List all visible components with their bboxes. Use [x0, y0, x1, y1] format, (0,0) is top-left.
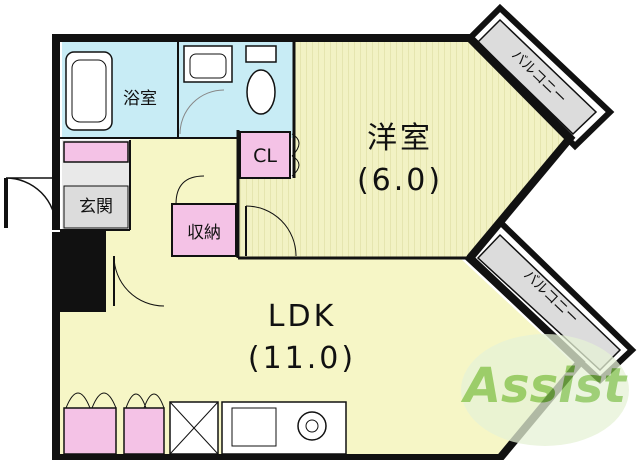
column [60, 230, 106, 312]
fridge-space [169, 401, 219, 455]
ldk-size: (11.0) [248, 341, 356, 376]
entrance-label: 玄関 [79, 197, 113, 217]
storage [171, 203, 237, 257]
entrance-door [4, 177, 57, 229]
bath-door [179, 89, 225, 135]
western-room-size: (6.0) [357, 163, 443, 198]
bathtub [65, 51, 113, 131]
western-room-floor [240, 42, 565, 258]
assist-logo: Assist [460, 334, 629, 446]
cabinet-right [123, 407, 165, 455]
storage-label: 収納 [187, 223, 221, 243]
cabinet-left [63, 407, 117, 455]
closet [239, 131, 291, 179]
ldk-label: LDK [268, 299, 337, 334]
watermark-text: Assist [460, 358, 628, 414]
bath-label: 浴室 [123, 89, 157, 109]
entrance-step [63, 185, 129, 229]
toilet [245, 45, 277, 115]
wash-basin [183, 45, 233, 83]
closet-label: CL [253, 145, 277, 167]
western-room-label: 洋室 [367, 121, 433, 156]
western-room-door [245, 205, 297, 257]
kitchen-counter [221, 401, 347, 455]
shoe-cabinet [63, 141, 129, 163]
balcony-upper: バルコニー [463, 3, 615, 151]
